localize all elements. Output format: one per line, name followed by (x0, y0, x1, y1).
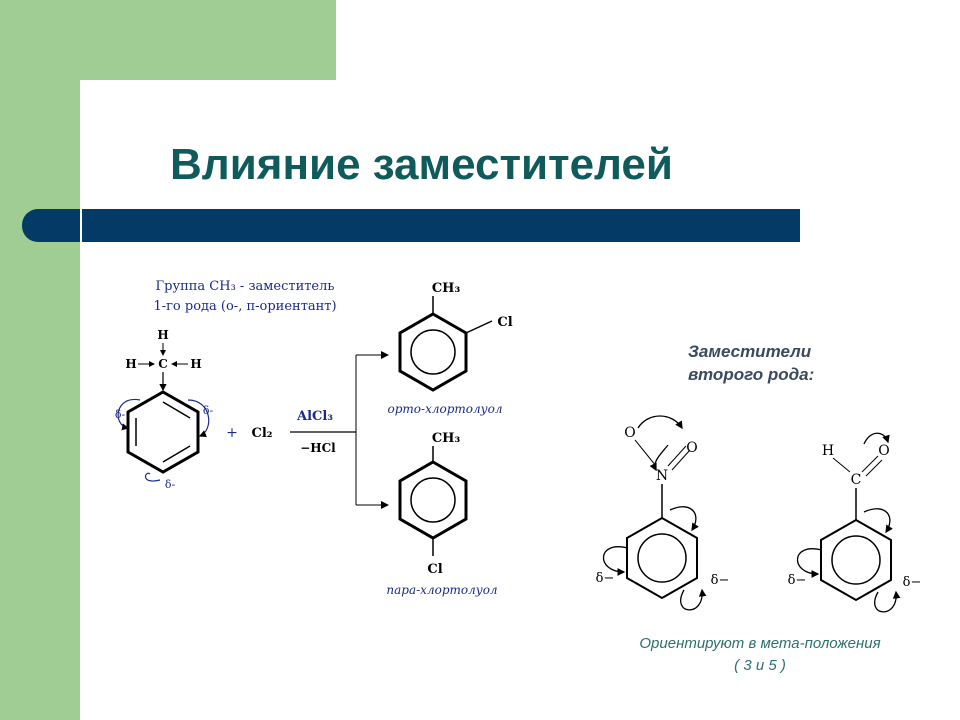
second-kind-heading-line2: второго рода: (688, 365, 815, 384)
para-cl: Cl (427, 562, 442, 577)
ortho-ch3: CH₃ (432, 281, 461, 296)
nitro-delta-right: δ− (711, 573, 730, 588)
ortho-cl: Cl (497, 315, 512, 330)
nitro-delta-left: δ− (596, 571, 615, 586)
delta-right: δ- (203, 404, 214, 417)
nitro-o-right: O (686, 440, 697, 456)
aldehyde-h: H (822, 443, 834, 459)
title-underline-bar (22, 209, 800, 242)
delta-bottom: δ- (165, 478, 176, 491)
meta-note-line2: ( 3 и 5 ) (734, 657, 786, 674)
byproduct-label: −HCl (300, 441, 336, 455)
para-name: пара-хлортолуол (386, 583, 497, 597)
ortho-name: орто-хлортолуол (388, 402, 503, 416)
aldehyde-o: O (878, 443, 889, 459)
first-kind-caption-line1: Группа CH₃ - заместитель (156, 279, 335, 294)
decor-white-corner (80, 80, 200, 200)
decor-green-left (0, 0, 80, 720)
ortho-ring (398, 312, 468, 392)
delta-left: δ- (115, 408, 126, 421)
methyl-h-left: H (125, 357, 136, 371)
nitro-n: N (656, 468, 668, 484)
para-ch3: CH₃ (432, 431, 461, 446)
aldehyde-delta-right: δ− (903, 575, 922, 590)
aldehyde-ring (820, 518, 892, 602)
slide-title: Влияние заместителей (170, 140, 673, 189)
meta-note-line1: Ориентируют в мета-положения (639, 635, 881, 652)
reagent-cl2: Cl₂ (252, 426, 273, 441)
methyl-h-right: H (190, 357, 201, 371)
methyl-h-top: H (157, 328, 168, 342)
meta-orientation-note: Ориентируют в мета-положения ( 3 и 5 ) (585, 633, 935, 677)
methyl-c: C (158, 357, 168, 371)
first-kind-caption-line2: 1-го рода (о-, п-ориентант) (153, 299, 336, 314)
second-kind-heading: Заместители второго рода: (688, 340, 814, 386)
plus-sign: + (226, 425, 238, 441)
nitro-ring (626, 516, 698, 600)
nitro-o-left: O (624, 425, 635, 441)
aldehyde-c: C (851, 472, 862, 488)
aldehyde-delta-left: δ− (788, 573, 807, 588)
toluene-ring (126, 390, 200, 474)
second-kind-heading-line1: Заместители (688, 342, 812, 361)
title-bar-gap (80, 209, 82, 242)
catalyst-label: AlCl₃ (296, 409, 333, 424)
para-ring (398, 460, 468, 540)
